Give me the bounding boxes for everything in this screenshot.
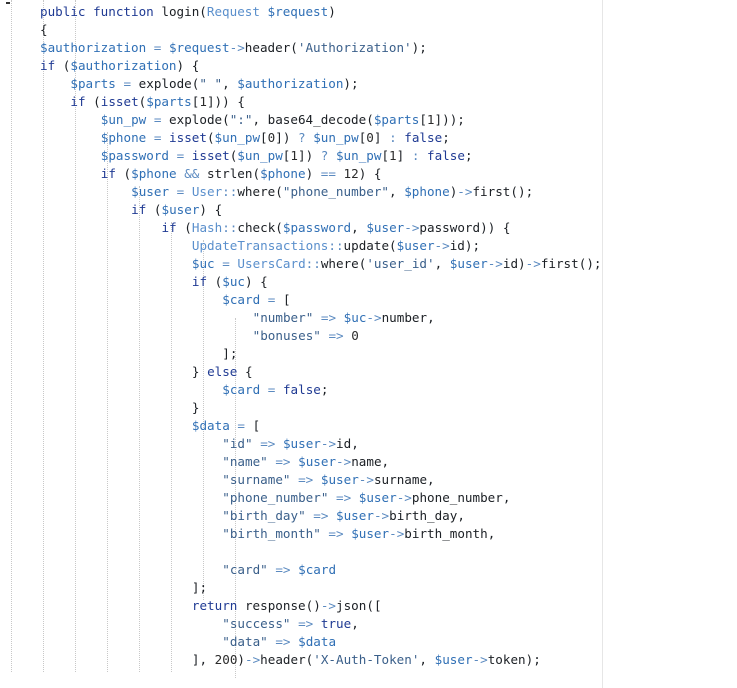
code-line[interactable]: { — [40, 22, 48, 37]
code-line[interactable]: public function login(Request $request) — [40, 4, 336, 19]
code-line[interactable]: $data = [ — [191, 418, 261, 433]
code-line[interactable]: ]; — [222, 346, 238, 361]
code-line[interactable]: $card = false; — [222, 382, 329, 397]
code-line[interactable]: $uc = UsersCard::where('user_id', $user-… — [191, 256, 602, 271]
code-line[interactable]: ]; — [191, 580, 208, 595]
gutter-marker — [6, 2, 10, 4]
indent-guide — [203, 240, 204, 600]
code-line[interactable]: "number" => $uc->number, — [252, 310, 435, 325]
code-line[interactable]: } — [191, 400, 200, 415]
code-line[interactable]: if (Hash::check($password, $user->passwo… — [161, 220, 511, 235]
code-line[interactable]: if ($authorization) { — [40, 58, 200, 73]
code-line[interactable]: } else { — [191, 364, 253, 379]
code-line[interactable]: $un_pw = explode(":", base64_decode($par… — [100, 112, 465, 127]
indent-guide — [171, 222, 172, 672]
editor-margin-line — [602, 0, 603, 688]
indent-guide — [139, 186, 140, 672]
code-line[interactable]: $parts = explode(" ", $authorization); — [70, 76, 359, 91]
code-line[interactable]: $card = [ — [222, 292, 291, 307]
code-line[interactable]: UpdateTransactions::update($user->id); — [191, 238, 481, 253]
code-line[interactable]: ], 200)->header('X-Auth-Token', $user->t… — [191, 652, 541, 667]
indent-guide — [235, 318, 236, 678]
code-line[interactable]: "surname" => $user->surname, — [222, 472, 435, 487]
code-line[interactable]: if ($uc) { — [191, 274, 268, 289]
code-line[interactable]: "id" => $user->id, — [222, 436, 359, 451]
code-line[interactable]: $password = isset($un_pw[1]) ? $un_pw[1]… — [100, 148, 473, 163]
code-line[interactable]: if ($user) { — [131, 202, 223, 217]
indent-guide — [107, 132, 108, 672]
indent-guide — [75, 0, 76, 672]
code-line[interactable]: return response()->json([ — [191, 598, 382, 613]
code-line[interactable]: "birth_month" => $user->birth_month, — [222, 526, 496, 541]
code-line[interactable]: if (isset($parts[1])) { — [70, 94, 245, 109]
code-line[interactable]: "success" => true, — [222, 616, 359, 631]
code-line[interactable]: "card" => $card — [222, 562, 337, 577]
code-line[interactable]: $phone = isset($un_pw[0]) ? $un_pw[0] : … — [100, 130, 450, 145]
indent-guide — [11, 0, 12, 672]
code-line[interactable]: "bonuses" => 0 — [252, 328, 359, 343]
code-line[interactable]: "phone_number" => $user->phone_number, — [222, 490, 511, 505]
indent-guide — [43, 0, 44, 672]
code-line[interactable]: "birth_day" => $user->birth_day, — [222, 508, 465, 523]
code-line[interactable]: if ($phone && strlen($phone) == 12) { — [100, 166, 382, 181]
code-line[interactable]: $user = User::where("phone_number", $pho… — [131, 184, 534, 199]
code-line[interactable]: "data" => $data — [222, 634, 337, 649]
code-line[interactable]: "name" => $user->name, — [222, 454, 390, 469]
code-line[interactable]: $authorization = $request->header('Autho… — [40, 40, 427, 55]
